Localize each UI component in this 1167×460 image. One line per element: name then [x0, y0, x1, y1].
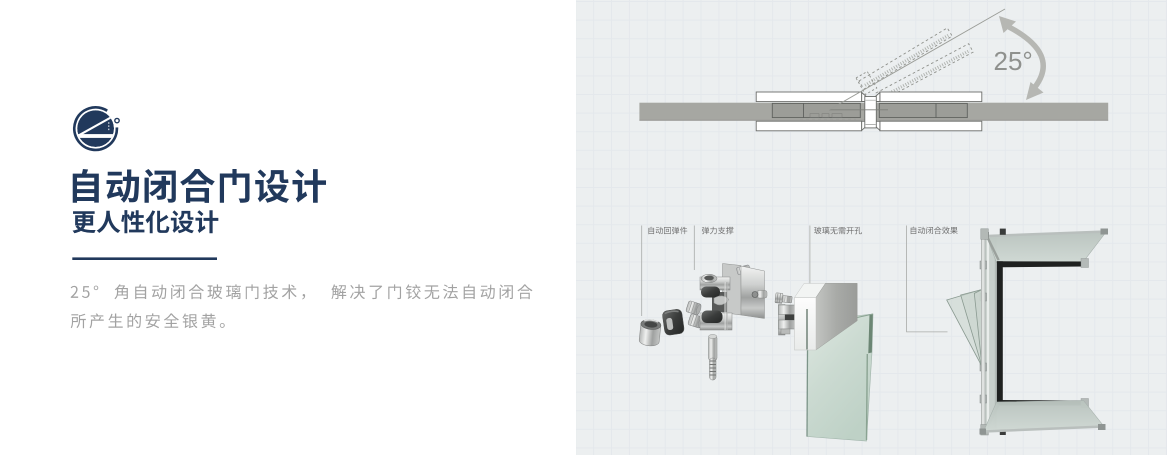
svg-text:25°: 25°	[994, 46, 1033, 76]
